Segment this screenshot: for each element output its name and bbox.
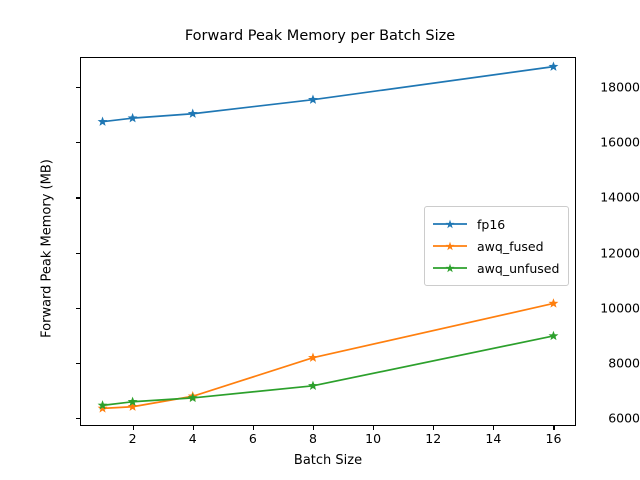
plot-area (97, 61, 559, 413)
axes-frame (80, 57, 576, 426)
legend-item-awq-fused: awq_fused (432, 235, 559, 257)
legend-line-sample-fp16 (433, 219, 467, 229)
series-awq_fused (97, 298, 559, 413)
x-tick-mark (433, 426, 435, 430)
x-tick-label: 10 (365, 431, 382, 446)
series-fp16 (97, 61, 559, 126)
legend-item-fp16: fp16 (432, 213, 559, 235)
y-tick-label: 10000 (600, 300, 640, 316)
y-tick-mark (76, 197, 80, 199)
x-tick-label: 8 (308, 431, 317, 446)
x-tick-label: 16 (545, 431, 562, 446)
data-point-marker (127, 112, 138, 123)
data-point-marker (127, 396, 138, 406)
x-tick-label: 12 (425, 431, 442, 446)
series-line-fp16 (102, 65, 554, 123)
data-point-marker (308, 380, 318, 390)
x-tick-mark (493, 426, 495, 430)
y-axis-label: Forward Peak Memory (MB) (39, 159, 55, 338)
legend-label-awq-unfused: awq_unfused (477, 260, 560, 276)
data-point-marker (187, 392, 198, 403)
chart-title: Forward Peak Memory per Batch Size (184, 28, 456, 44)
x-tick-label: 4 (188, 431, 197, 446)
series-line-awq_unfused (102, 335, 554, 407)
series-line-awq_fused (102, 302, 554, 410)
x-axis-label: Batch Size (293, 453, 363, 468)
y-tick-label: 12000 (600, 245, 640, 260)
legend-line-sample-awq-fused (433, 241, 467, 251)
data-point-marker (548, 61, 559, 71)
x-tick-mark (553, 426, 555, 430)
data-point-marker (187, 108, 198, 118)
x-tick-mark (252, 426, 254, 430)
y-tick-mark (76, 252, 80, 254)
data-point-marker (97, 403, 108, 413)
legend-label-fp16: fp16 (477, 216, 506, 232)
x-tick-mark (312, 426, 315, 430)
y-tick-mark (76, 362, 80, 364)
data-point-marker (97, 400, 108, 410)
legend-label-awq-fused: awq_fused (477, 238, 544, 254)
data-point-marker (308, 94, 318, 104)
y-tick-mark (76, 307, 80, 309)
data-point-marker (548, 298, 559, 308)
y-tick-mark (76, 417, 80, 419)
data-point-marker (548, 330, 559, 341)
y-tick-mark (76, 87, 80, 89)
legend-item-awq-unfused: awq_unfused (432, 257, 559, 279)
chart-legend: fp16 awq_fused awq_unfused (424, 206, 570, 286)
data-point-marker (97, 116, 108, 126)
legend-line-sample-awq-unfused (433, 263, 467, 273)
x-tick-label: 6 (248, 431, 257, 446)
x-tick-mark (373, 426, 375, 430)
data-point-marker (127, 401, 138, 411)
data-point-marker (308, 352, 318, 362)
x-tick-mark (132, 426, 134, 430)
x-tick-mark (192, 426, 194, 430)
y-tick-mark (76, 142, 80, 144)
y-tick-label: 18000 (600, 79, 640, 95)
y-tick-label: 14000 (600, 189, 640, 205)
y-tick-label: 6000 (608, 410, 640, 426)
x-tick-label: 2 (128, 431, 137, 446)
series-awq_unfused (97, 330, 559, 410)
x-tick-label: 14 (485, 431, 502, 446)
y-tick-label: 16000 (600, 134, 640, 150)
y-tick-label: 8000 (608, 355, 640, 371)
